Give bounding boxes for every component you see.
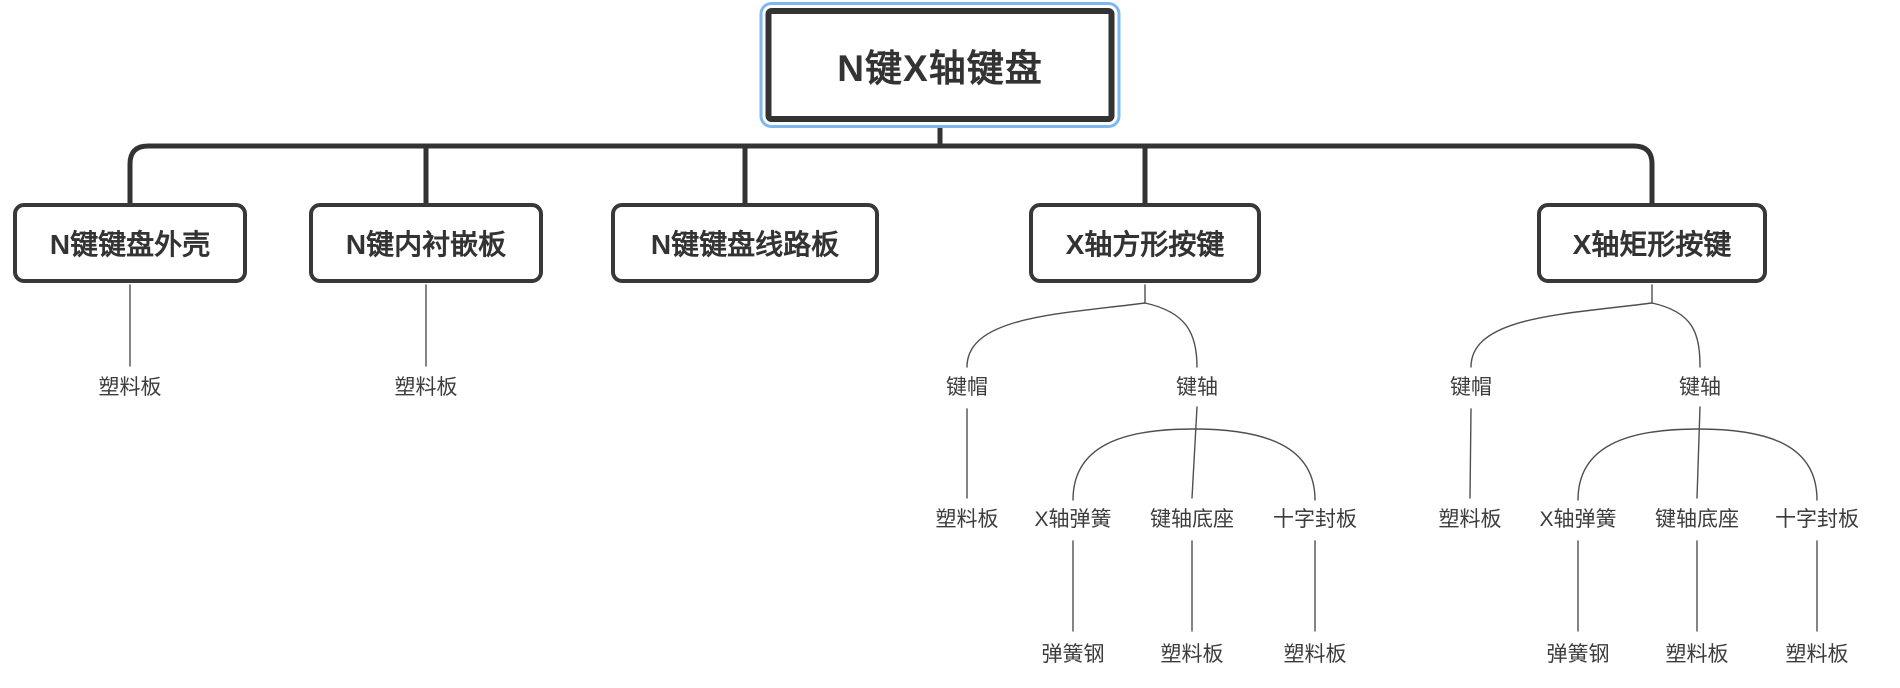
leaf-square-spring-steel[interactable]: 弹簧钢	[1041, 643, 1105, 666]
branch-node-keyboard-shell[interactable]: N键键盘外壳	[13, 203, 247, 283]
connector-branch5-keycap	[1470, 302, 1653, 368]
leaf-square-cross-plate[interactable]: 十字封板	[1273, 508, 1357, 531]
connector-axis5-arc	[1577, 428, 1818, 501]
leaf-shell-plastic[interactable]: 塑料板	[98, 376, 162, 399]
leaf-square-base-plastic[interactable]: 塑料板	[1160, 643, 1224, 666]
root-node[interactable]: N键X轴键盘	[765, 8, 1115, 122]
branch-node-square-key[interactable]: X轴方形按键	[1029, 203, 1261, 283]
leaf-rect-keyaxis[interactable]: 键轴	[1679, 376, 1721, 399]
leaf-rect-keycap-plastic[interactable]: 塑料板	[1438, 508, 1502, 531]
leaf-square-axis-base[interactable]: 键轴底座	[1150, 508, 1234, 531]
connector-branch5-axis	[1651, 302, 1701, 368]
leaf-rect-keycap[interactable]: 键帽	[1450, 376, 1492, 399]
leaf-square-keyaxis[interactable]: 键轴	[1176, 376, 1218, 399]
branch-node-rect-key[interactable]: X轴矩形按键	[1537, 203, 1767, 283]
connector-branch4-keycap	[966, 302, 1146, 368]
leaf-rect-cross-plate[interactable]: 十字封板	[1775, 508, 1859, 531]
leaf-liner-plastic[interactable]: 塑料板	[394, 376, 458, 399]
connector-axis4-arc	[1072, 428, 1316, 501]
branch-node-circuit-board[interactable]: N键键盘线路板	[611, 203, 879, 283]
connector-axis5-middle	[1696, 406, 1701, 499]
connector-axis4-middle	[1191, 406, 1198, 499]
leaf-rect-spring-steel[interactable]: 弹簧钢	[1546, 643, 1610, 666]
leaf-square-spring[interactable]: X轴弹簧	[1034, 508, 1112, 531]
branch-node-inner-liner-panel[interactable]: N键内衬嵌板	[309, 203, 543, 283]
connector-branch4-axis	[1144, 302, 1198, 368]
leaf-square-cross-plastic[interactable]: 塑料板	[1283, 643, 1347, 666]
leaf-rect-base-plastic[interactable]: 塑料板	[1665, 643, 1729, 666]
leaf-rect-spring[interactable]: X轴弹簧	[1539, 508, 1617, 531]
connector-trunk	[127, 143, 1655, 206]
leaf-rect-axis-base[interactable]: 键轴底座	[1655, 508, 1739, 531]
leaf-square-keycap-plastic[interactable]: 塑料板	[935, 508, 999, 531]
leaf-rect-cross-plastic[interactable]: 塑料板	[1785, 643, 1849, 666]
leaf-square-keycap[interactable]: 键帽	[946, 376, 988, 399]
connector-keycap5-plastic	[1469, 408, 1472, 499]
